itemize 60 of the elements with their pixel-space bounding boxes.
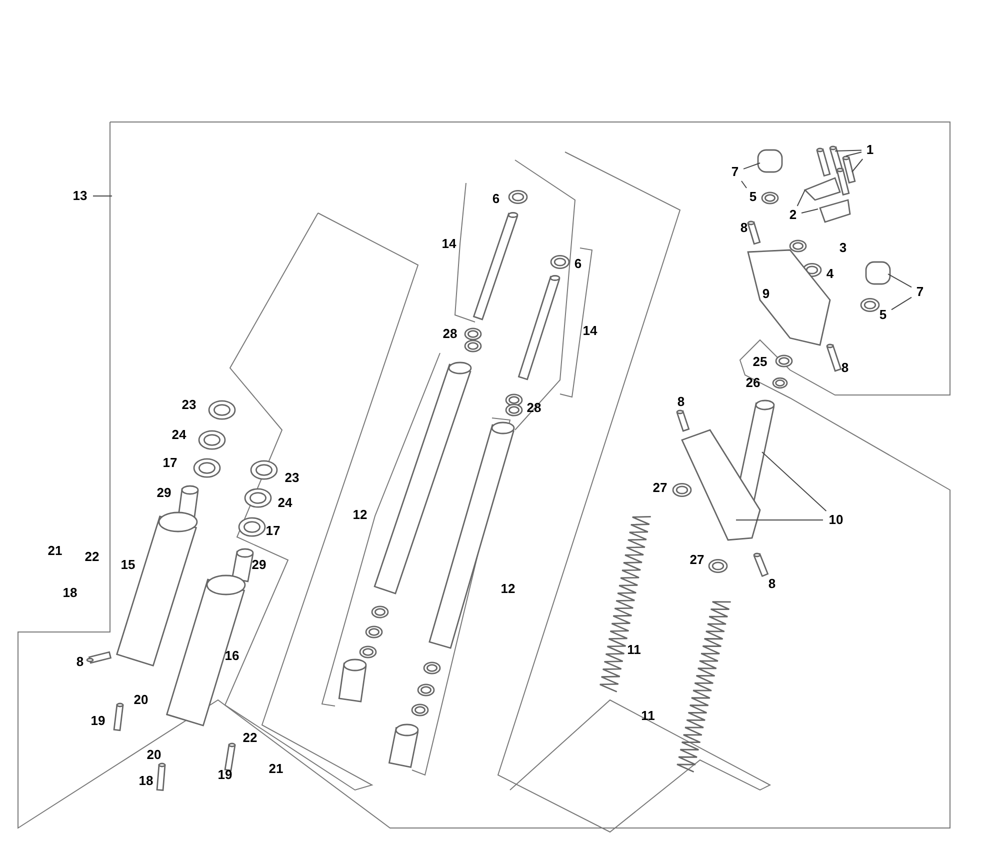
callout-number: 21: [46, 543, 64, 559]
callout-number: 28: [442, 326, 458, 342]
callout-number: 28: [526, 400, 542, 416]
callout-number: 19: [216, 767, 234, 783]
callout-number: 12: [500, 581, 516, 597]
callout-number: 18: [62, 585, 78, 601]
leader-line: [801, 208, 818, 214]
callout-number: 27: [688, 552, 706, 568]
callout-number: 3: [838, 240, 848, 256]
callout-number: 1: [865, 142, 875, 158]
callout-number: 15: [120, 557, 136, 573]
callout-number: 29: [250, 557, 268, 573]
callout-number: 2: [788, 207, 798, 223]
callout-number: 11: [640, 708, 656, 724]
callout-number: 17: [162, 455, 178, 471]
callout-number: 24: [170, 427, 188, 443]
callout-number: 22: [242, 730, 258, 746]
callout-number: 14: [582, 323, 598, 339]
callout-number: 14: [440, 236, 458, 252]
leader-line: [796, 190, 806, 206]
callout-number: 22: [84, 549, 100, 565]
callout-number: 29: [156, 485, 172, 501]
callout-number: 8: [676, 394, 686, 410]
callout-number: 21: [268, 761, 284, 777]
callout-number: 23: [180, 397, 198, 413]
callout-number: 8: [840, 360, 850, 376]
callout-number: 24: [276, 495, 294, 511]
leader-line: [891, 296, 912, 310]
leader-line: [762, 452, 827, 512]
callout-number: 13: [72, 188, 88, 204]
callout-number: 10: [828, 512, 844, 528]
leader-line: [846, 152, 862, 156]
callout-number: 8: [739, 220, 749, 236]
callout-number: 19: [90, 713, 106, 729]
leader-line: [740, 180, 748, 188]
callout-number: 18: [138, 773, 154, 789]
leader-line: [834, 150, 862, 152]
leader-line: [852, 158, 864, 172]
callout-number: 5: [878, 307, 888, 323]
callout-number: 17: [264, 523, 282, 539]
callout-number: 4: [825, 266, 835, 282]
callout-number: 6: [573, 256, 583, 272]
callout-number: 25: [752, 354, 768, 370]
callout-number: 9: [761, 286, 771, 302]
callout-number: 7: [915, 284, 925, 300]
callout-number: 8: [767, 576, 777, 592]
callout-number: 26: [744, 375, 762, 391]
callout-number: 20: [132, 692, 150, 708]
callout-number: 11: [626, 642, 642, 658]
callout-number: 6: [491, 191, 501, 207]
callout-number: 23: [284, 470, 300, 486]
callout-number: 12: [352, 507, 368, 523]
callout-number: 20: [146, 747, 162, 763]
callout-number: 7: [730, 164, 740, 180]
callout-number: 5: [748, 189, 758, 205]
leader-line: [743, 162, 760, 170]
callout-number: 27: [652, 480, 668, 496]
callout-number: 16: [224, 648, 240, 664]
callout-number: 8: [75, 654, 85, 670]
leader-line: [888, 274, 912, 288]
